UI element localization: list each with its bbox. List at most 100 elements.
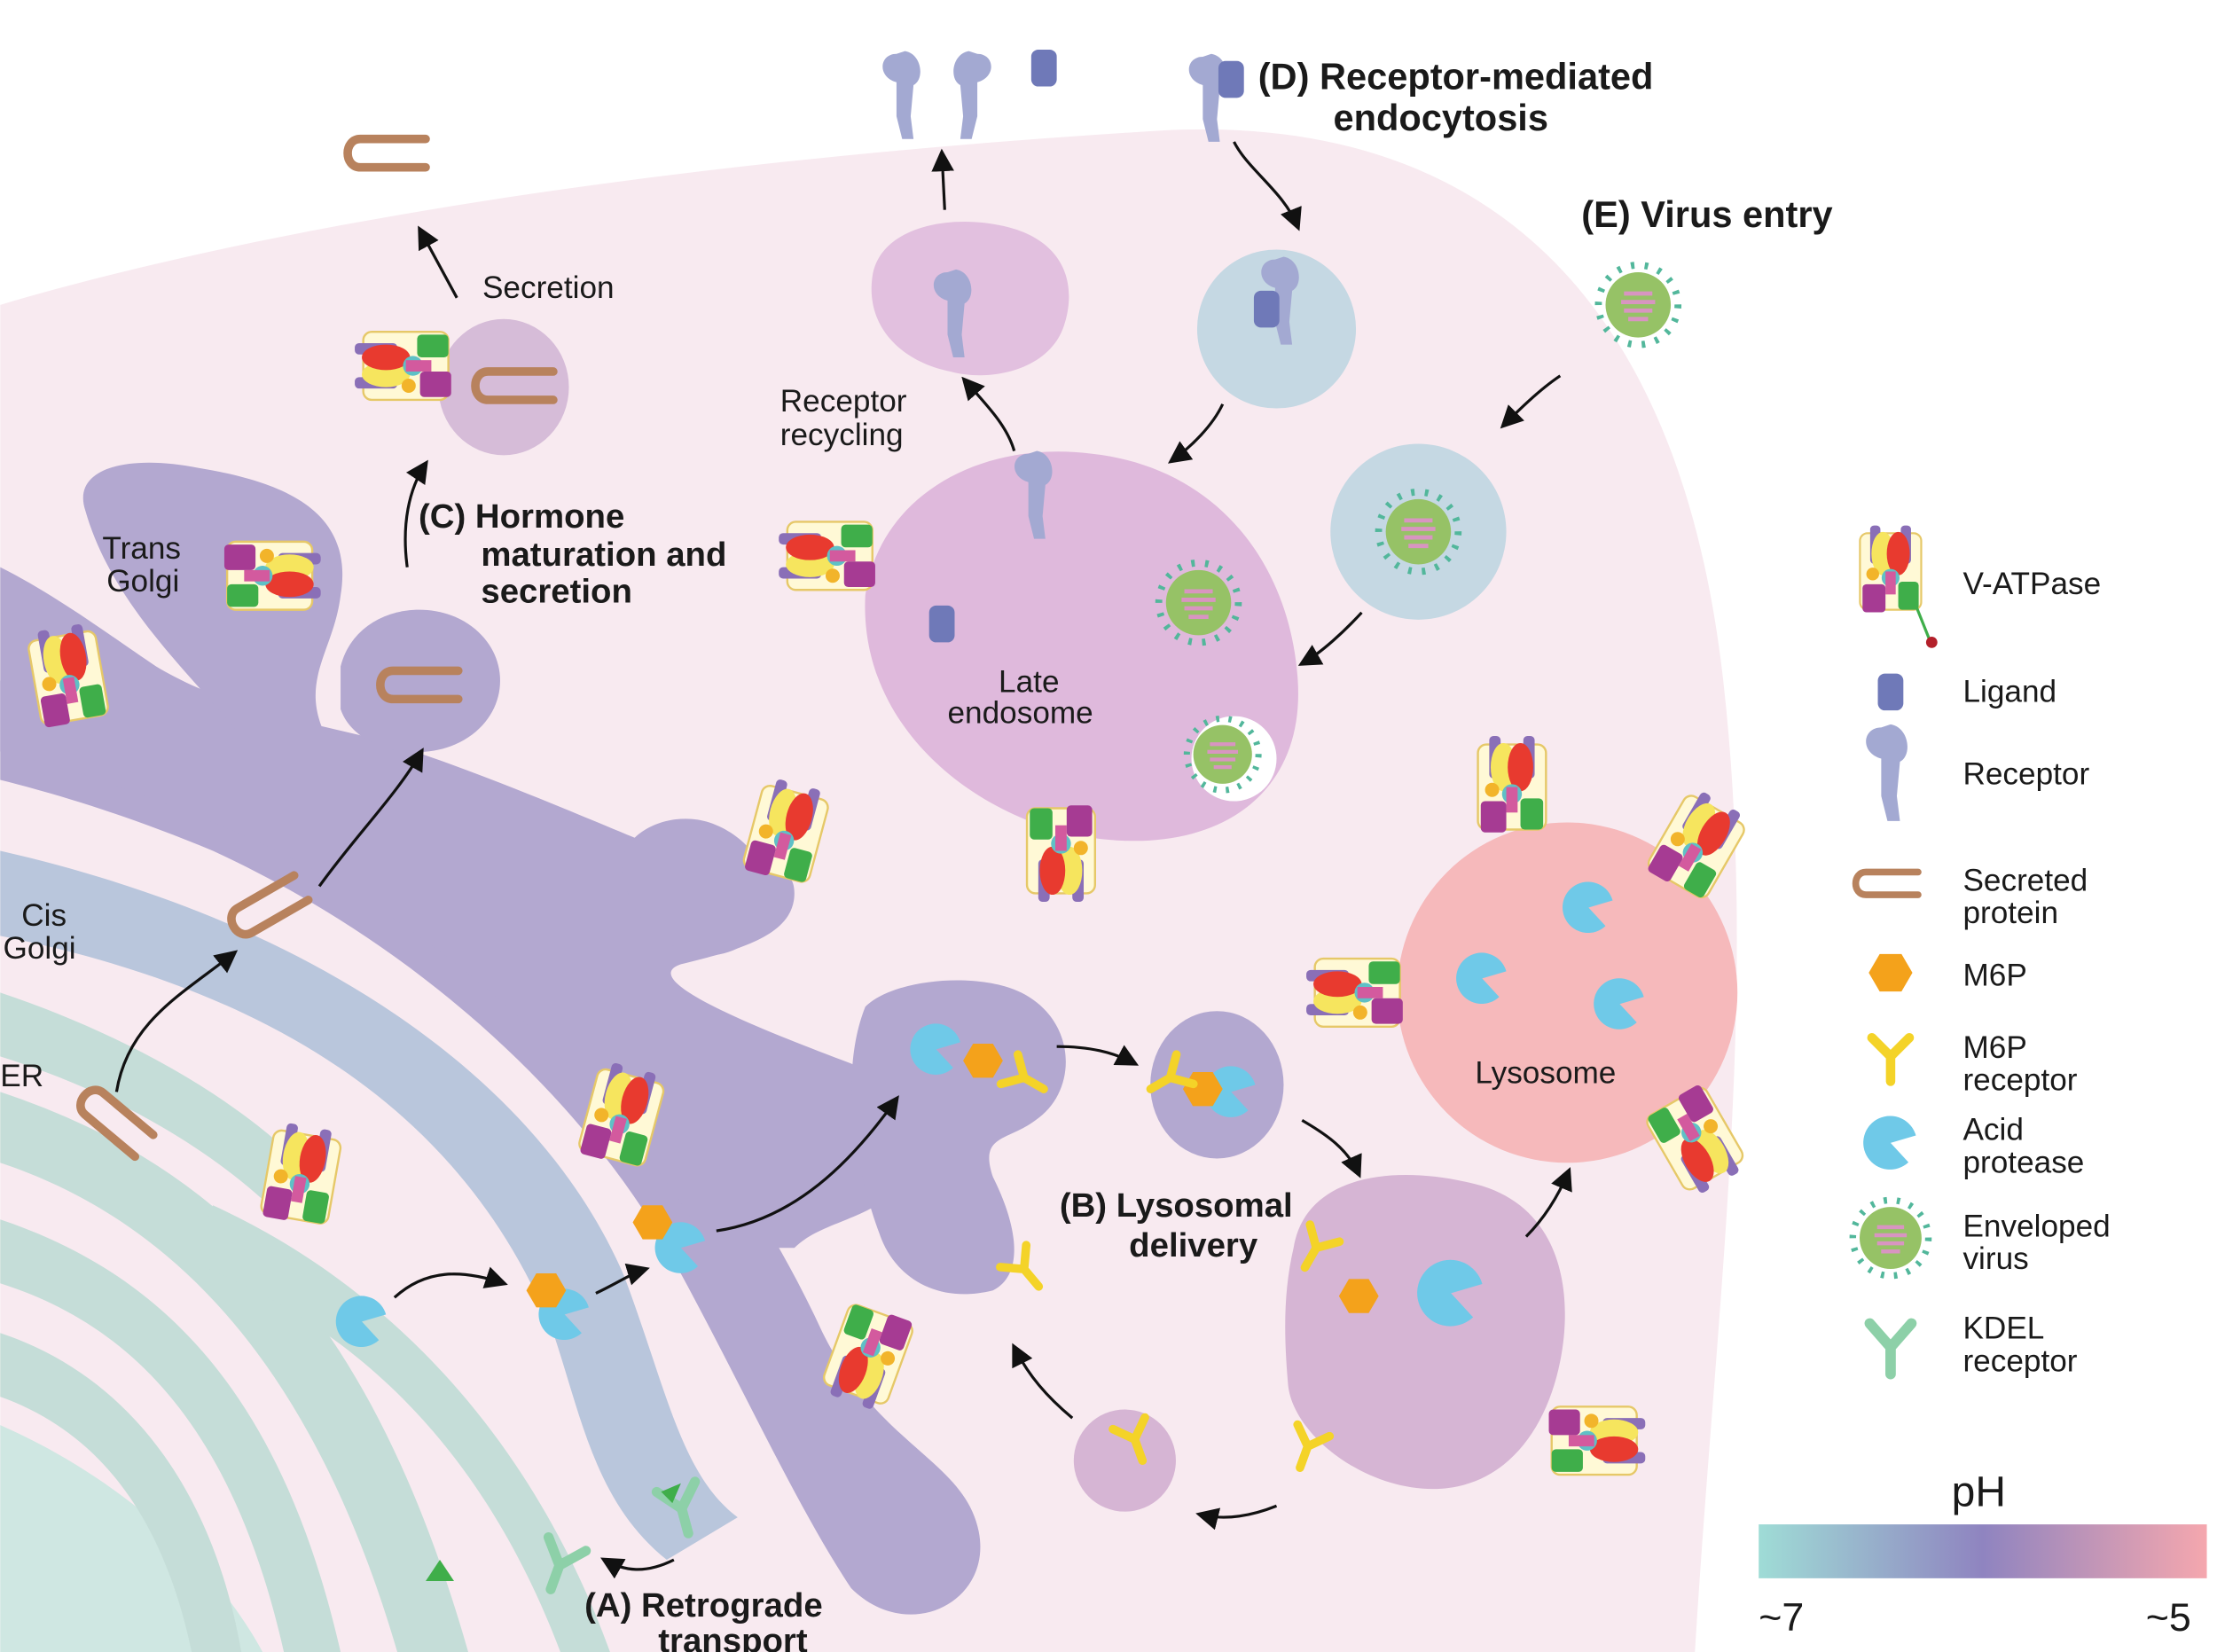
legend-label-4b: protein bbox=[1962, 896, 2058, 930]
recycling-endosome bbox=[871, 221, 1069, 376]
m6p-receptor-icon bbox=[1872, 1037, 1909, 1081]
legend-label-5: M6P bbox=[1962, 958, 2026, 992]
arrow-trans-golgi-bud bbox=[317, 748, 424, 888]
arrow-retrograde bbox=[600, 1557, 675, 1579]
label-b-line2: delivery bbox=[1129, 1226, 1258, 1264]
lysosome-organelle bbox=[1397, 822, 1738, 1163]
arrow-secretion bbox=[418, 225, 458, 299]
label-c-line2: maturation and bbox=[481, 536, 726, 574]
label-d-line2: endocytosis bbox=[1333, 97, 1548, 138]
ligand-late-endosome bbox=[928, 605, 955, 643]
label-er: ER bbox=[0, 1059, 43, 1093]
early-endosome-receptor bbox=[1196, 249, 1357, 409]
label-trans-1: Trans bbox=[102, 531, 181, 566]
v-atpase-trans-golgi-1 bbox=[223, 540, 322, 611]
legend-label-8a: Enveloped bbox=[1962, 1209, 2110, 1243]
ph-scale: pH ~7 ~5 bbox=[1759, 1468, 2207, 1640]
ph-low-label: ~7 bbox=[1759, 1595, 1804, 1640]
ligand-bound-outside bbox=[1218, 60, 1244, 98]
arrow-endocytosis bbox=[1233, 141, 1302, 231]
arrow-virus-entry bbox=[1500, 374, 1562, 429]
ph-high-label: ~5 bbox=[2146, 1595, 2191, 1640]
label-recycling-1: Receptor bbox=[780, 384, 907, 419]
cis-golgi bbox=[0, 850, 738, 1561]
label-cis-1: Cis bbox=[21, 898, 67, 933]
label-c-line1: (C) Hormone bbox=[419, 497, 624, 536]
arrow-er-to-golgi bbox=[114, 950, 239, 1092]
legend-label-1: V-ATPase bbox=[1962, 567, 2101, 601]
endoplasmic-reticulum bbox=[0, 992, 610, 1652]
legend: V-ATPase Ligand Receptor Secreted protei… bbox=[1853, 524, 2111, 1379]
arrow-er-to-cis bbox=[393, 1266, 508, 1299]
label-lysosome: Lysosome bbox=[1475, 1056, 1616, 1091]
ligand-early-endosome bbox=[1253, 290, 1280, 328]
legend-label-8b: virus bbox=[1962, 1241, 2028, 1276]
late-endosome bbox=[865, 451, 1298, 842]
legend-label-7a: Acid bbox=[1962, 1113, 2023, 1147]
arrow-cis-to-trans bbox=[595, 1263, 650, 1295]
v-atpase-late-endosome-2 bbox=[1025, 804, 1097, 904]
arrow-to-lysosome bbox=[1524, 1167, 1572, 1238]
legend-label-3: Receptor bbox=[1962, 756, 2089, 791]
v-atpase-icon bbox=[1859, 524, 1923, 614]
legend-label-9b: receptor bbox=[1962, 1343, 2077, 1378]
arrow-vesicle-to-pre-lysosome bbox=[1301, 1118, 1362, 1178]
legend-label-7b: protease bbox=[1962, 1145, 2084, 1179]
secreted-protein-outside bbox=[348, 139, 426, 168]
kdel-ligand bbox=[426, 1560, 454, 1582]
process-labels: Secretion Receptor recycling bbox=[482, 270, 907, 452]
receptor-outside-1 bbox=[882, 51, 920, 139]
ph-title: pH bbox=[1952, 1468, 2006, 1515]
arrow-virus-to-late bbox=[1297, 611, 1363, 666]
label-late-1: Late bbox=[999, 664, 1059, 699]
label-d-line1: (D) Receptor-mediated bbox=[1258, 56, 1654, 98]
v-atpase-tether bbox=[1913, 602, 1931, 639]
label-c-line3: secretion bbox=[481, 573, 632, 611]
kdel-receptor-icon bbox=[1869, 1323, 1911, 1374]
arrow-receptor-return bbox=[1195, 1504, 1278, 1531]
pathway-arrows bbox=[114, 141, 1572, 1579]
trans-golgi-mid-lobe bbox=[622, 818, 770, 956]
arrow-recycle-out bbox=[931, 148, 954, 210]
compartment-labels: ER Cis Golgi Trans Golgi Late endosome L… bbox=[0, 531, 1616, 1093]
kdel-ligand-bound bbox=[661, 1483, 681, 1504]
enveloped-virus-icon bbox=[1853, 1200, 1928, 1275]
legend-label-2: Ligand bbox=[1962, 675, 2056, 709]
arrow-golgi-to-bud bbox=[716, 1095, 899, 1233]
trans-golgi-lower-lobe bbox=[851, 980, 1066, 1295]
secreted-protein-icon bbox=[1856, 872, 1918, 895]
label-recycling-2: recycling bbox=[780, 418, 904, 452]
v-atpase-secretory bbox=[353, 330, 452, 402]
v-atpase-tether-end bbox=[1925, 637, 1938, 648]
label-a-line1: (A) Retrograde bbox=[584, 1586, 823, 1625]
label-a-line2: transport bbox=[658, 1622, 808, 1652]
pathway-labels: (A) Retrograde transport (B) Lysosomal d… bbox=[419, 56, 1833, 1652]
ph-gradient-bar bbox=[1759, 1524, 2207, 1578]
trans-golgi-cisterna bbox=[0, 567, 920, 1249]
label-trans-2: Golgi bbox=[106, 564, 179, 599]
label-e: (E) Virus entry bbox=[1581, 193, 1832, 235]
trans-golgi-bud-lobe bbox=[341, 609, 500, 753]
legend-label-6b: receptor bbox=[1962, 1063, 2077, 1098]
ligand-outside bbox=[1030, 49, 1057, 87]
arrow-bud-to-vesicle bbox=[1056, 1045, 1140, 1066]
arrow-receptor-recycling bbox=[961, 376, 1016, 451]
v-atpase-pre-lysosome bbox=[1547, 1405, 1647, 1476]
label-b-line1: (B) Lysosomal bbox=[1060, 1186, 1293, 1225]
legend-label-6a: M6P bbox=[1962, 1030, 2026, 1065]
v-atpase-late-endosome-1 bbox=[778, 521, 877, 591]
pre-lysosomal-compartment bbox=[1285, 1175, 1565, 1490]
label-late-2: endosome bbox=[947, 696, 1093, 731]
v-atpase-lysosome-1 bbox=[1477, 734, 1547, 834]
recycled-receptor-vesicle bbox=[1073, 1409, 1176, 1512]
arrow-to-secretory-vesicle bbox=[403, 459, 428, 568]
receptor-icon bbox=[1866, 724, 1908, 821]
arrow-to-golgi bbox=[1012, 1343, 1074, 1420]
secretory-vesicle bbox=[438, 318, 569, 456]
ligand-icon bbox=[1877, 673, 1904, 711]
arrow-early-to-late bbox=[1167, 403, 1225, 464]
v-atpase-lysosome-3 bbox=[1304, 957, 1405, 1028]
m6p-icon bbox=[1868, 953, 1913, 992]
